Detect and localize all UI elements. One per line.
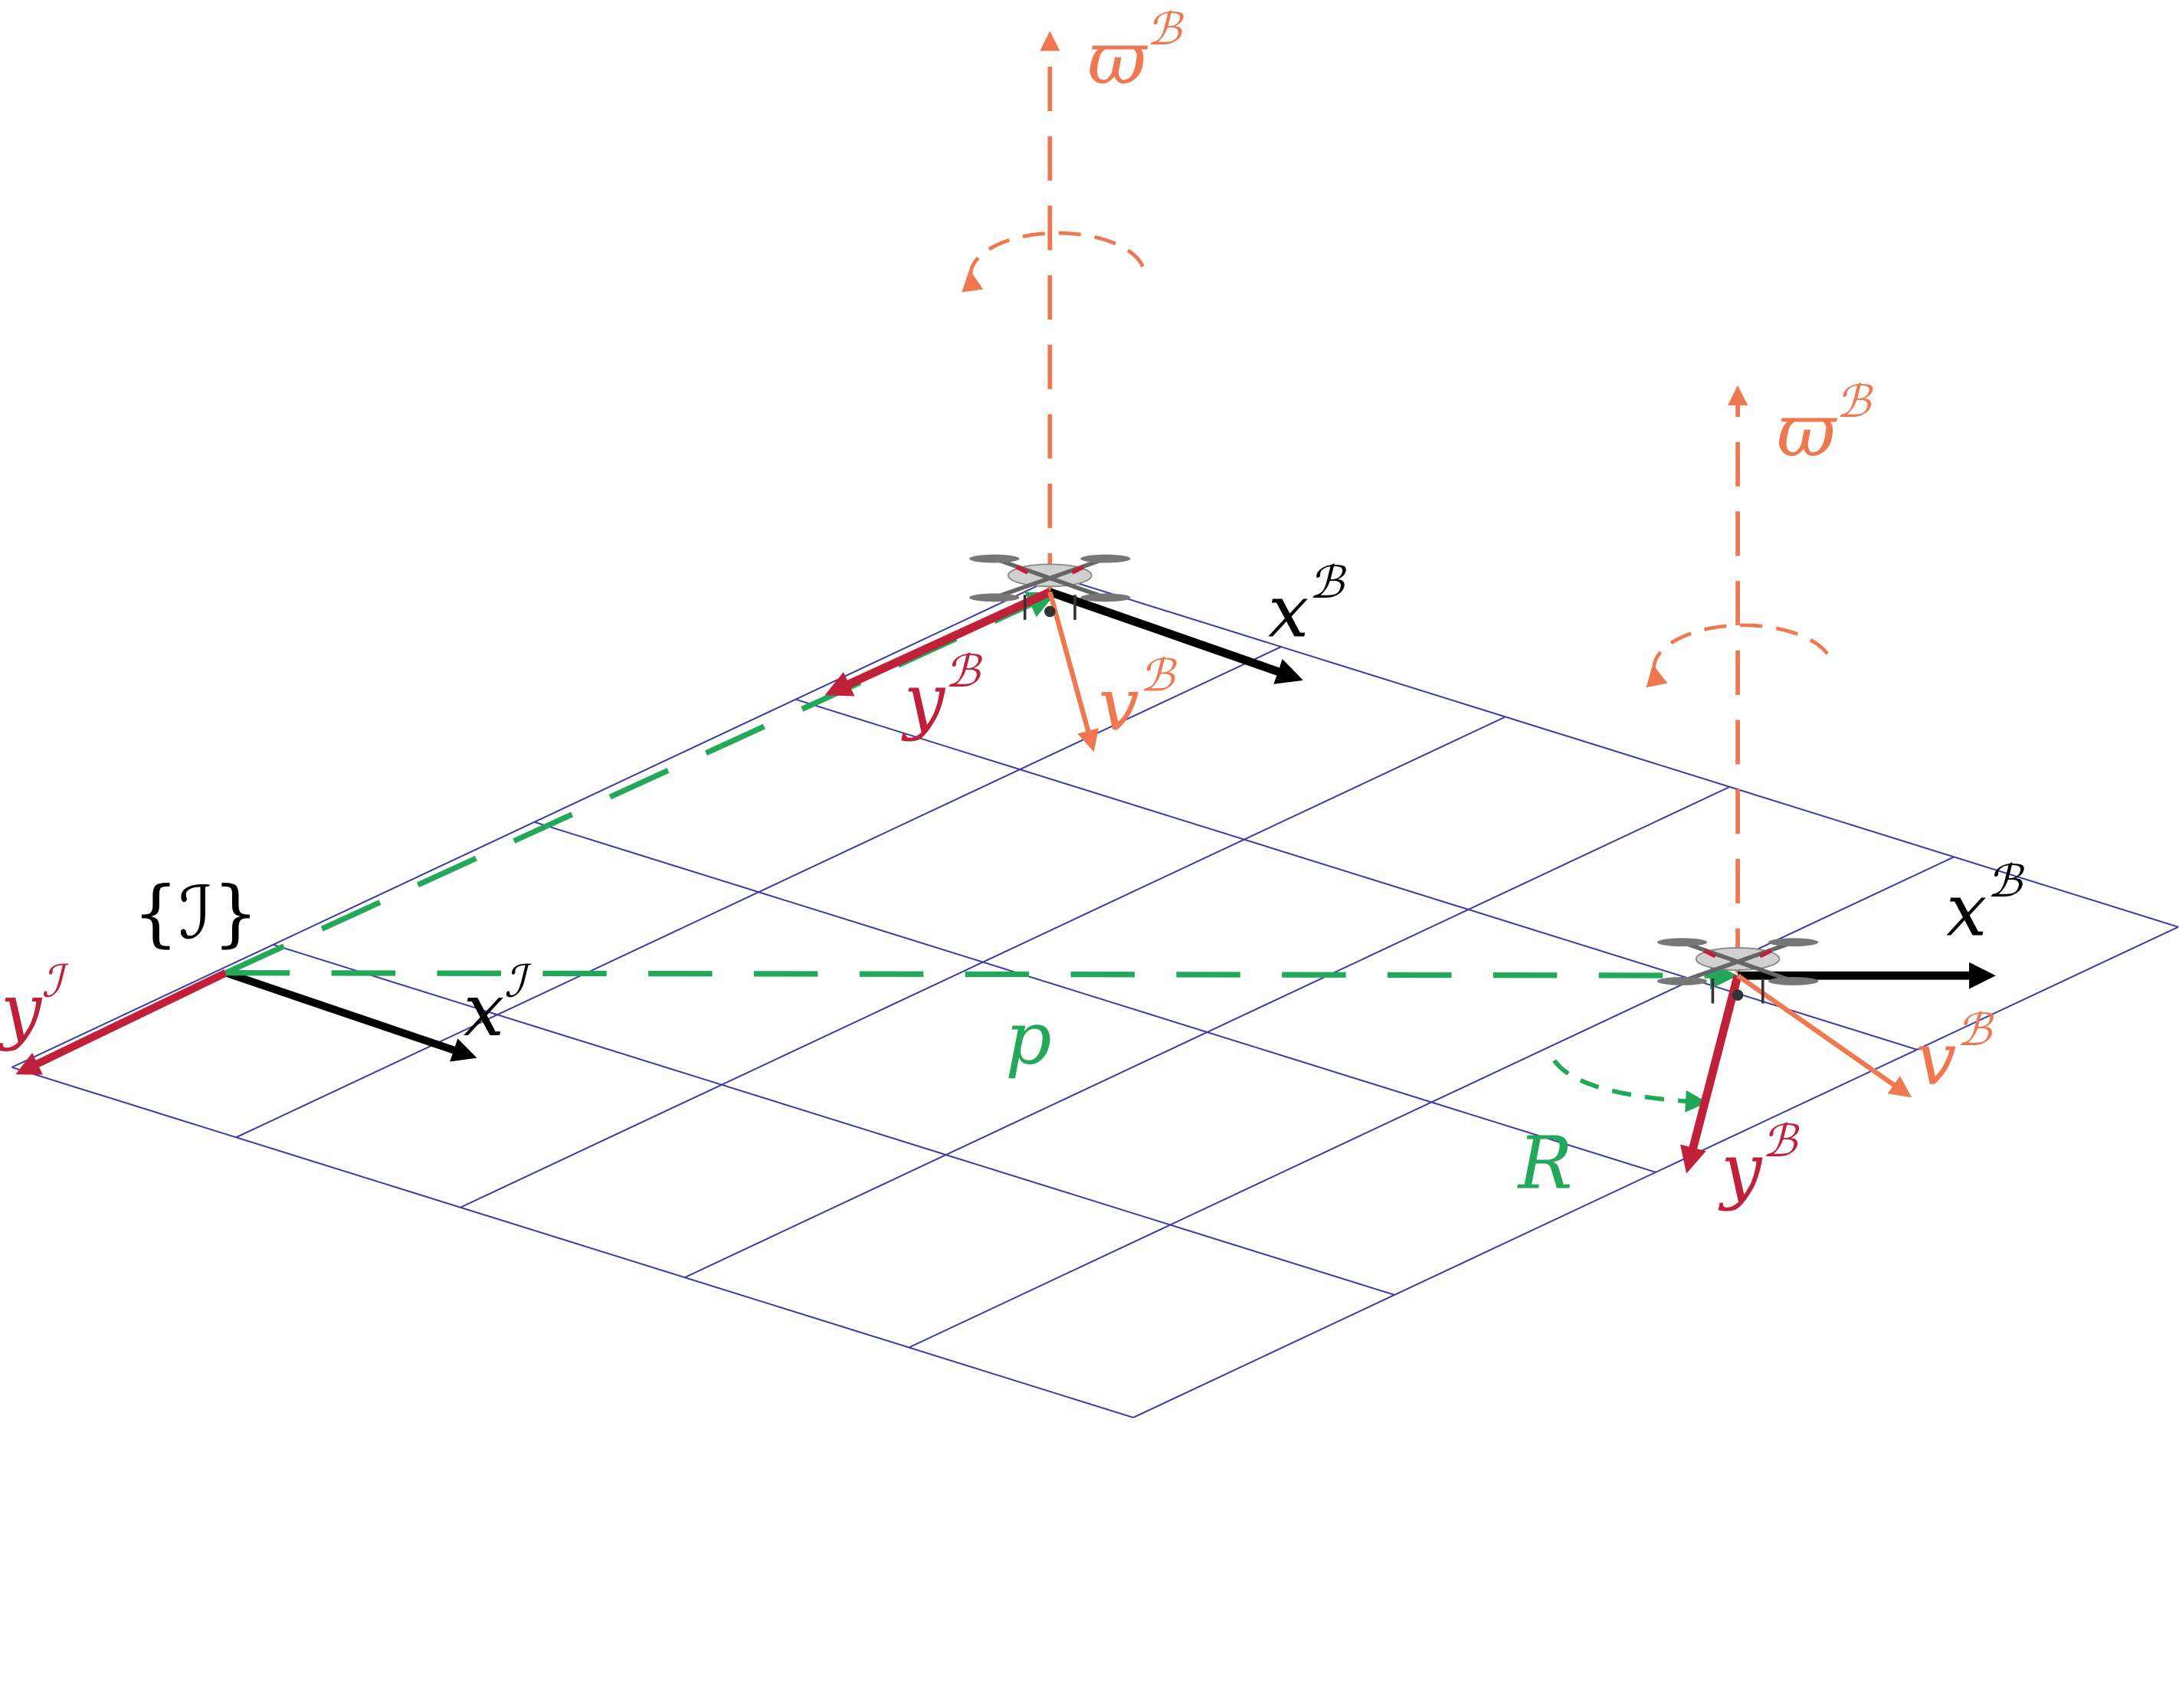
drone1-axes (824, 588, 1303, 752)
inertial-frame-axes (15, 969, 477, 1075)
quadrotor-icon (969, 554, 1131, 620)
drone1-x-label: xℬ (1268, 556, 1347, 654)
angular-axis-drone1 (962, 31, 1146, 598)
grid-line (534, 821, 1656, 1173)
grid-line (1057, 575, 2179, 928)
inertial-frame-label: {ℐ} (133, 871, 258, 956)
x-inertial-label: xℐ (464, 955, 532, 1053)
grid-line (273, 943, 1395, 1296)
ground-grid (11, 575, 2179, 1418)
angular-axis-drone2 (1646, 385, 1834, 973)
labels: {ℐ} xℐ yℐ p R xℬ yℬ vℬ ϖℬ xℬ yℬ vℬ ϖℬ (0, 3, 2025, 1213)
drone1-w-label: ϖℬ (1087, 3, 1185, 101)
drone2-v-label: vℬ (1915, 1004, 1994, 1102)
drone1-y-label: yℬ (901, 645, 983, 743)
quadrotor-icon (1657, 938, 1818, 1003)
y-inertial-label: yℐ (0, 955, 69, 1053)
rotation-label: R (1517, 1122, 1573, 1206)
drone2-x-label: xℬ (1946, 855, 2025, 953)
drone1-v-label: vℬ (1099, 649, 1178, 747)
grid-line (795, 698, 1918, 1051)
position-label: p (1005, 996, 1051, 1080)
drone2-w-label: ϖℬ (1777, 375, 1874, 474)
rotation-arc (1552, 1059, 1708, 1113)
grid-line (11, 1066, 1134, 1418)
drone2-y-label: yℬ (1718, 1115, 1800, 1213)
